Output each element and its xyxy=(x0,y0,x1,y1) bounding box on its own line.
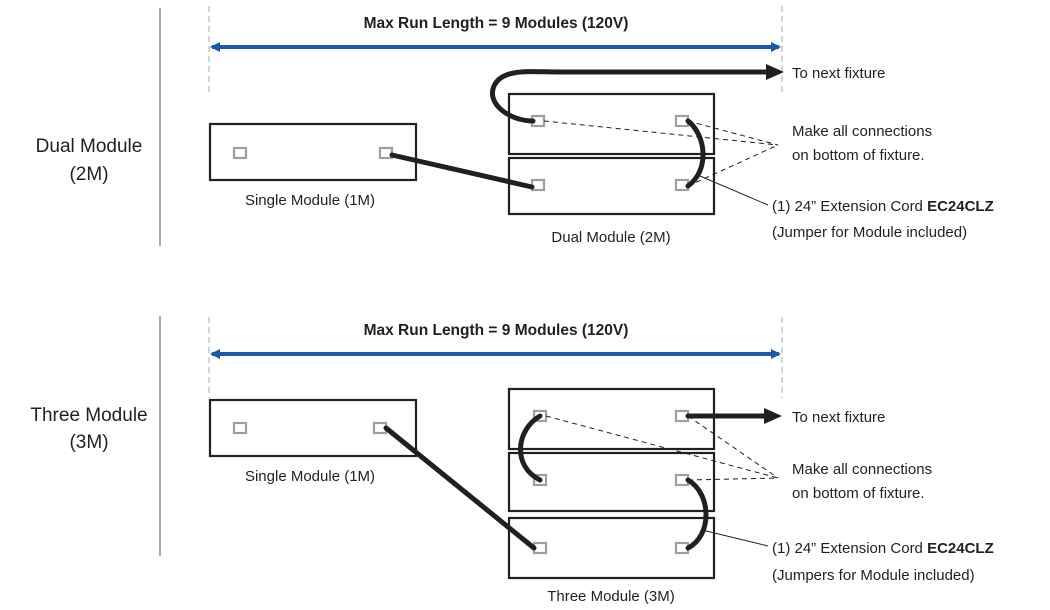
connections-note-line2: on bottom of fixture. xyxy=(792,147,925,164)
extension-cord-code: EC24CLZ xyxy=(927,198,994,215)
connections-note-line2: on bottom of fixture. xyxy=(792,485,925,502)
next-fixture-label: To next fixture xyxy=(792,409,885,426)
jumper-cord xyxy=(685,477,709,551)
cord-leader-line xyxy=(699,175,769,206)
connector-port xyxy=(232,421,248,435)
group-module-caption: Three Module (3M) xyxy=(547,588,675,605)
side-label-line1: Three Module xyxy=(30,405,147,426)
side-label-line2: (2M) xyxy=(69,164,108,185)
extension-cord-code: EC24CLZ xyxy=(927,540,994,557)
group-module-caption: Dual Module (2M) xyxy=(551,229,670,246)
extension-cord-text: (1) 24” Extension Cord xyxy=(772,198,927,215)
section-dual-module: Dual Module (2M) Max Run Length = 9 Modu… xyxy=(36,6,994,246)
run-length-label: Max Run Length = 9 Modules (120V) xyxy=(364,322,629,339)
jumper-note: (Jumpers for Module included) xyxy=(772,567,975,584)
connection-dash-line xyxy=(687,120,779,146)
connection-dash-line xyxy=(545,415,779,479)
extension-cord-note: (1) 24” Extension Cord EC24CLZ xyxy=(772,198,994,215)
run-length-label: Max Run Length = 9 Modules (120V) xyxy=(364,15,629,32)
jumper-note: (Jumper for Module included) xyxy=(772,224,967,241)
connection-dash-line xyxy=(687,144,779,187)
next-fixture-arrowhead xyxy=(764,408,782,424)
extension-cord-note: (1) 24” Extension Cord EC24CLZ xyxy=(772,540,994,557)
connection-dash-line xyxy=(543,120,779,146)
jumper-cord xyxy=(685,118,706,189)
next-fixture-cord xyxy=(489,69,771,124)
next-fixture-label: To next fixture xyxy=(792,65,885,82)
connections-note-line1: Make all connections xyxy=(792,123,932,140)
side-label-line2: (3M) xyxy=(69,432,108,453)
connections-note-line1: Make all connections xyxy=(792,461,932,478)
side-label-line1: Dual Module xyxy=(36,136,143,157)
connection-dash-line xyxy=(687,477,779,481)
extension-cord xyxy=(389,152,535,190)
extension-cord xyxy=(383,425,537,551)
connector-port xyxy=(232,146,248,160)
single-module-caption: Single Module (1M) xyxy=(245,468,375,485)
jumper-cord xyxy=(518,413,543,483)
extension-cord-text: (1) 24” Extension Cord xyxy=(772,540,927,557)
cord-leader-line xyxy=(701,529,769,547)
single-module-caption: Single Module (1M) xyxy=(245,192,375,209)
connection-dash-line xyxy=(687,415,779,479)
next-fixture-arrowhead xyxy=(766,64,784,80)
section-three-module: Three Module (3M) Max Run Length = 9 Mod… xyxy=(30,316,994,605)
